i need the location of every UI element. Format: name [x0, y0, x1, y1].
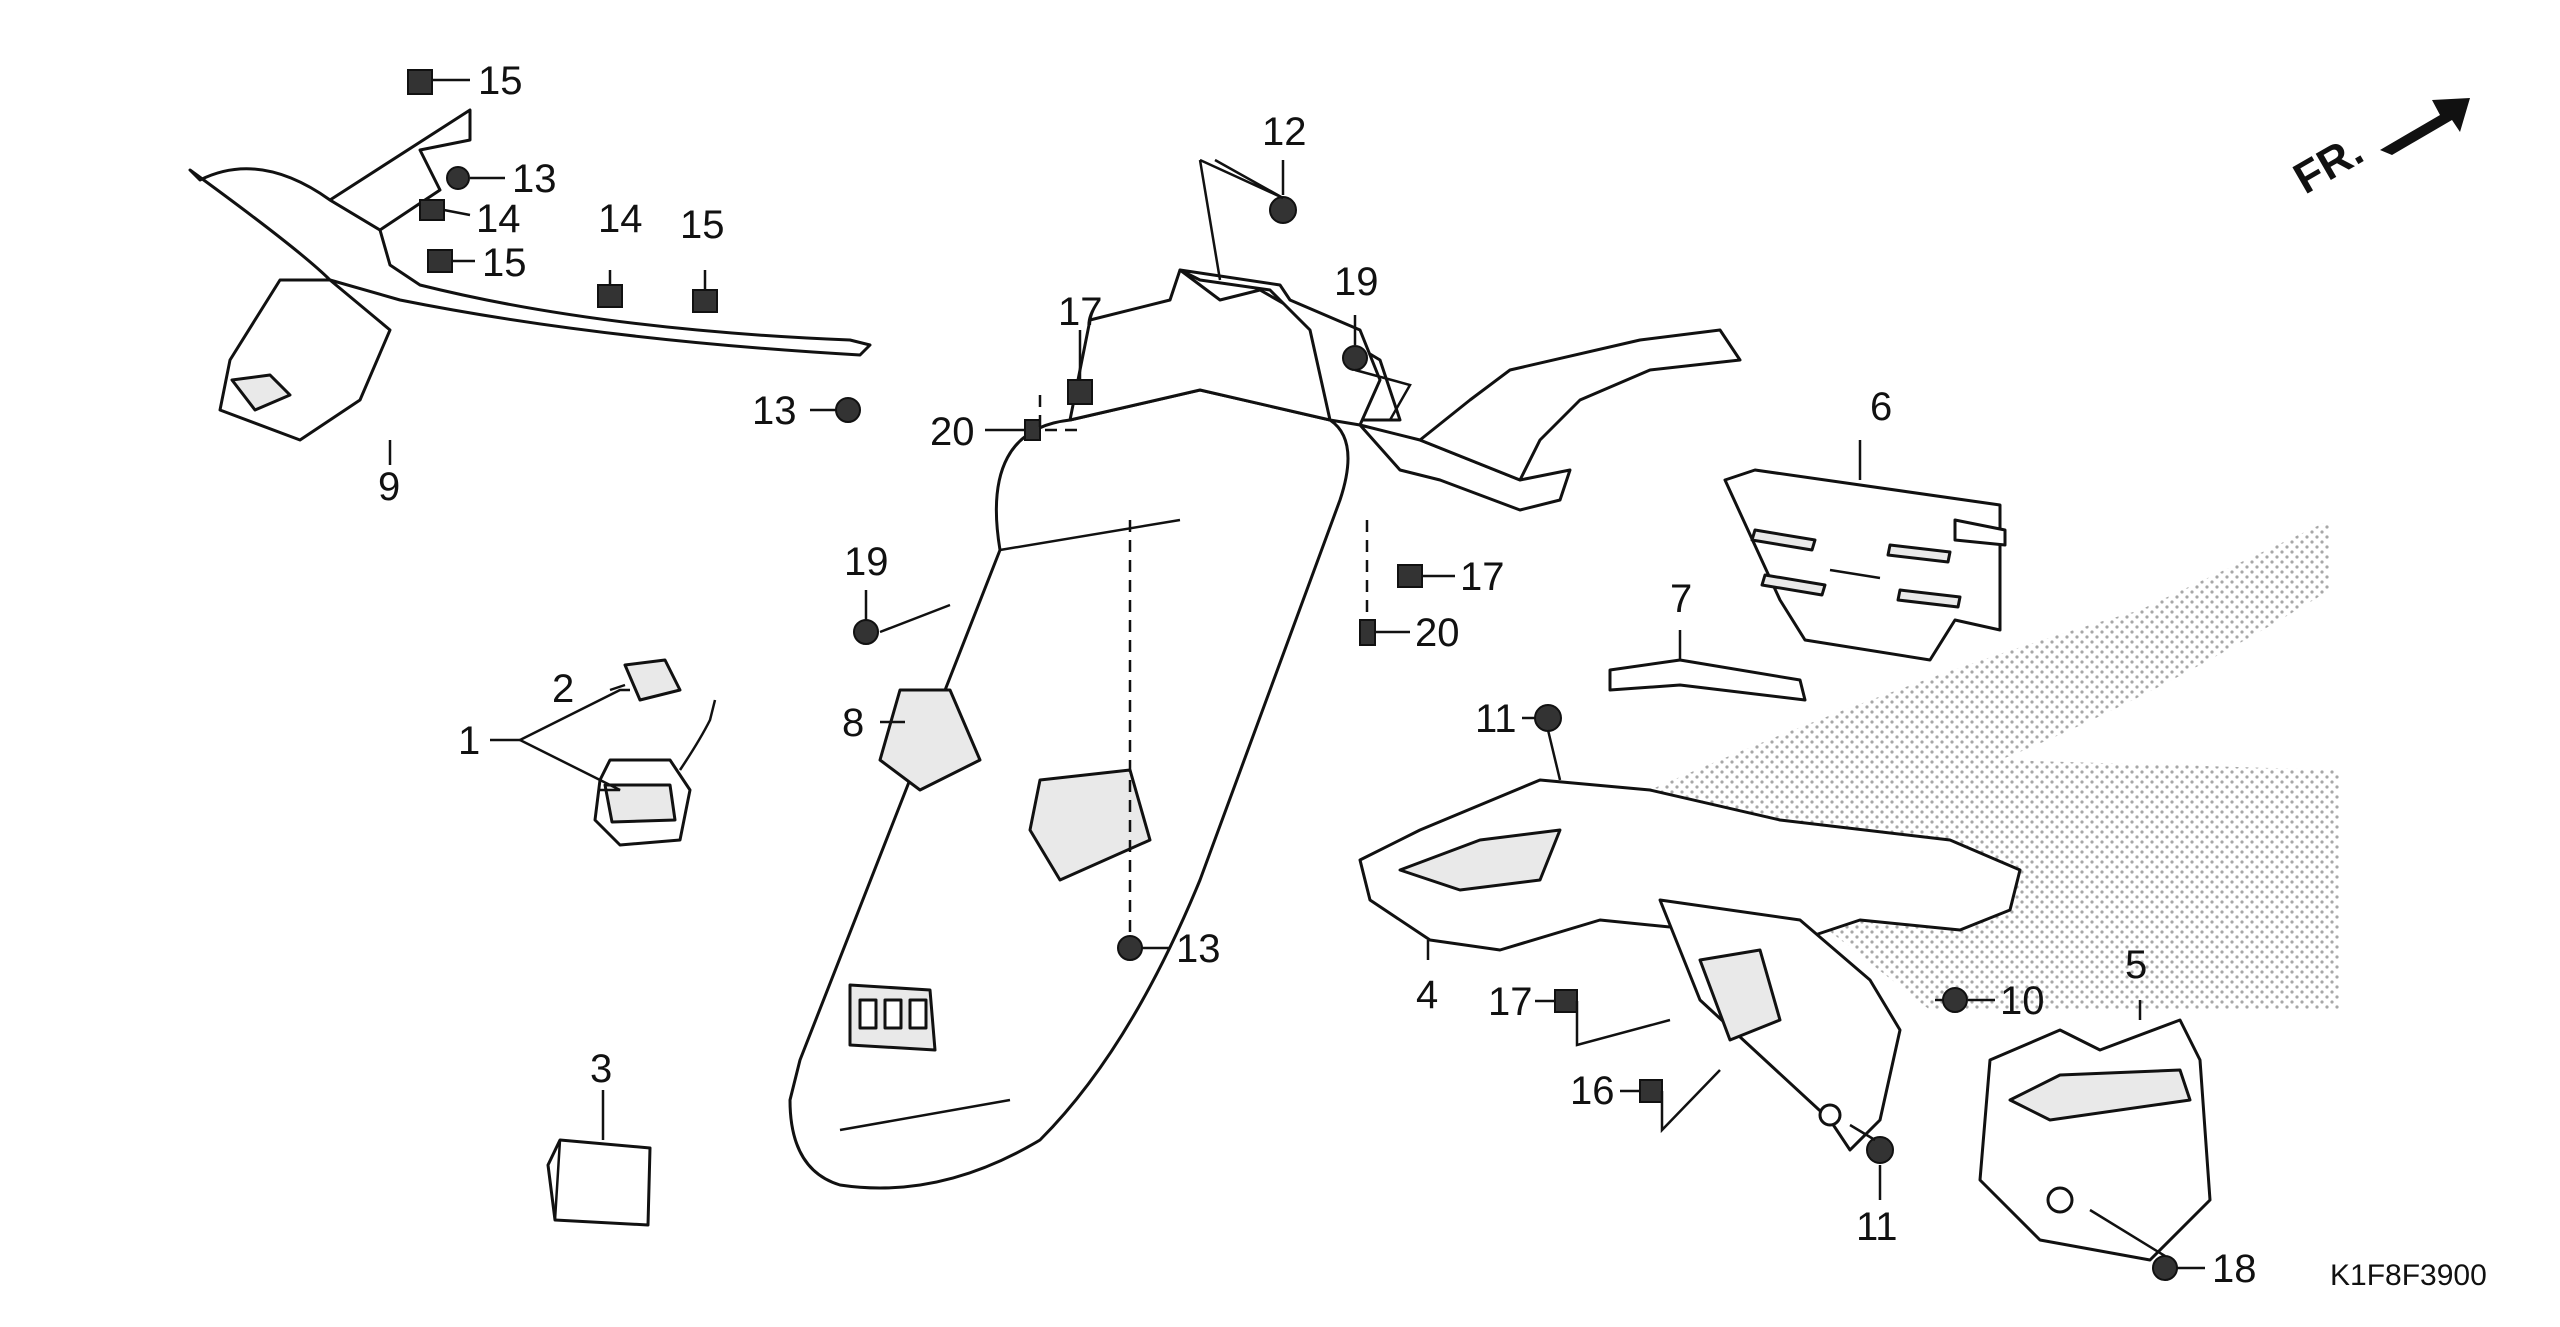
- callout-17: 17: [1460, 555, 1505, 599]
- nut-13-lower: [1117, 935, 1143, 961]
- clip-15-top: [407, 69, 433, 95]
- callout-2: 2: [552, 667, 574, 711]
- screw-20-upper: [1024, 419, 1041, 441]
- clip-17-lower: [1554, 989, 1578, 1013]
- nut-13-right: [835, 397, 861, 423]
- callout-3: 3: [590, 1047, 612, 1091]
- bolt-18: [2152, 1255, 2178, 1281]
- clip-15-mid: [427, 249, 453, 273]
- front-direction-indicator: FR.: [2286, 98, 2470, 204]
- callout-16: 16: [1570, 1069, 1615, 1113]
- bolt-19-left: [853, 619, 879, 645]
- callout-13: 13: [1176, 927, 1221, 971]
- callout-11: 11: [1475, 697, 1517, 741]
- hardware: [407, 69, 2178, 1281]
- callout-20: 20: [1415, 611, 1460, 655]
- callout-12: 12: [1262, 110, 1307, 154]
- callout-20: 20: [930, 410, 975, 454]
- screw-11-top: [1534, 704, 1562, 732]
- clip-14-top: [419, 199, 445, 221]
- callout-9: 9: [378, 465, 400, 509]
- callout-4: 4: [1416, 973, 1438, 1017]
- callout-10: 10: [2000, 979, 2045, 1023]
- fender-upper-bracket: [1068, 268, 1742, 512]
- callout-6: 6: [1870, 385, 1892, 429]
- screw-11-bottom: [1866, 1136, 1894, 1164]
- clip-16: [1639, 1079, 1663, 1103]
- callout-15: 15: [680, 203, 725, 247]
- front-arrow-icon: [2380, 98, 2470, 155]
- part-5-side-cover: [1978, 1018, 2212, 1262]
- callout-8: 8: [842, 701, 864, 745]
- callout-13: 13: [752, 389, 797, 433]
- leader-lines: [388, 78, 2205, 1270]
- part-9-rear-cowl: [188, 108, 872, 442]
- bolt-12: [1269, 196, 1297, 224]
- callout-14: 14: [476, 197, 521, 241]
- diagram-code: K1F8F3900: [2330, 1259, 2487, 1292]
- screw-10: [1942, 987, 1968, 1013]
- callout-19: 19: [1334, 260, 1379, 304]
- callout-17: 17: [1488, 980, 1533, 1024]
- clip-15-right: [692, 289, 718, 313]
- part-1-license-light: [593, 699, 717, 847]
- callout-1: 1: [458, 719, 480, 763]
- callout-18: 18: [2212, 1247, 2257, 1291]
- part-8-rear-fender: [788, 388, 1350, 1190]
- part-3-reflector: [546, 1138, 652, 1227]
- callout-7: 7: [1670, 577, 1692, 621]
- part-2-license-light-lens: [623, 658, 682, 702]
- clip-14-mid: [597, 284, 623, 308]
- bolt-19-upper: [1342, 345, 1368, 371]
- callout-19: 19: [844, 540, 889, 584]
- callout-labels: 15 13 14 15 14 15 13 9 2 1 3 8 17 20 12 …: [378, 59, 2487, 1292]
- front-label: FR.: [2286, 126, 2372, 204]
- callout-17: 17: [1058, 290, 1103, 334]
- callout-15: 15: [482, 241, 527, 285]
- part-6-license-plate-bracket: [1723, 468, 2007, 662]
- part-7-rubber-strip: [1608, 658, 1807, 702]
- callout-14: 14: [598, 197, 643, 241]
- callout-5: 5: [2125, 943, 2147, 987]
- callout-15: 15: [478, 59, 523, 103]
- part-4-inner-fender: [1358, 778, 2022, 1152]
- clip-17-upper: [1067, 379, 1093, 405]
- callout-11: 11: [1856, 1205, 1898, 1249]
- callout-13: 13: [512, 157, 557, 201]
- clip-17-right: [1397, 564, 1423, 588]
- nut-13-top: [446, 166, 470, 190]
- screw-20-lower: [1359, 619, 1376, 646]
